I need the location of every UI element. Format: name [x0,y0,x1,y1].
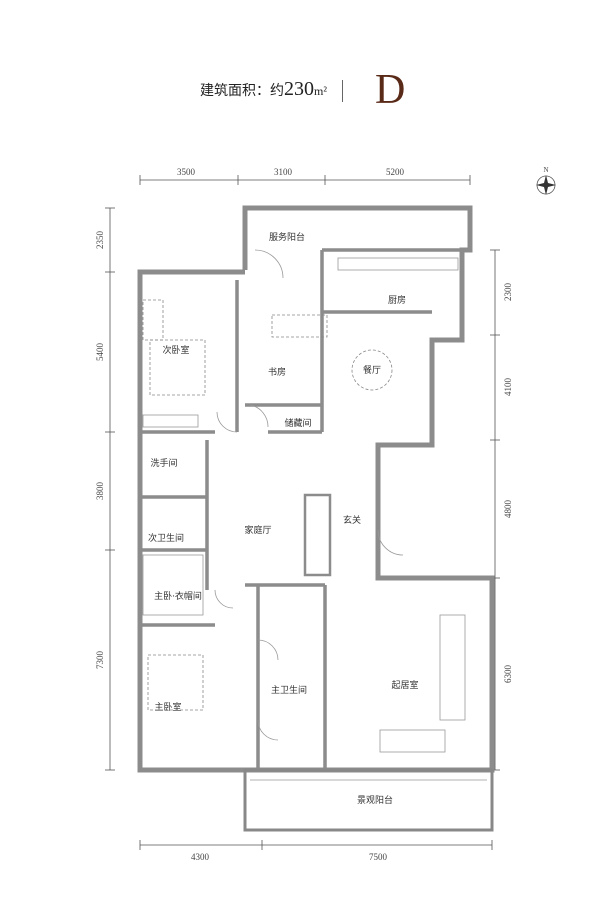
room-master-closet: 主卧·衣帽间 [154,590,202,602]
area-unit: m² [314,84,327,98]
dim-left-2: 5400 [95,343,105,362]
compass-icon: N [536,166,556,195]
dim-right-2: 4100 [503,378,513,397]
outer-walls [137,205,495,832]
dim-left-3: 3800 [95,482,105,501]
dim-left-4: 7300 [95,651,105,670]
room-master-bedroom: 主卧室 [154,701,181,713]
plan-type: D [375,67,406,113]
room-dining: 餐厅 [363,364,381,376]
room-master-bathroom: 主卫生间 [271,684,307,696]
area-caption: 建筑面积：约230m² [200,78,327,101]
dim-right-3: 4800 [503,500,513,519]
dim-bottom-2: 7500 [369,852,388,862]
dim-left-1: 2350 [95,231,105,250]
north-label: N [543,166,548,174]
header-divider [342,80,343,102]
area-label: 建筑面积：约 [200,83,284,99]
dim-right-4: 6300 [503,665,513,684]
furniture [142,257,466,753]
dimension-lines [105,175,500,850]
room-powder: 洗手间 [150,457,177,469]
room-foyer: 玄关 [343,514,361,526]
room-storage: 储藏间 [284,417,311,429]
interior-walls [140,248,462,768]
room-family-hall: 家庭厅 [244,524,271,536]
dim-top-3: 5200 [386,167,405,177]
dim-right-1: 2300 [503,283,513,302]
dim-top-2: 3100 [274,167,293,177]
dim-bottom-1: 4300 [191,852,210,862]
room-living: 起居室 [391,679,418,691]
room-kitchen: 厨房 [388,294,406,306]
room-service-balcony: 服务阳台 [269,231,305,243]
room-second-bedroom: 次卧室 [162,344,189,356]
room-second-bathroom: 次卫生间 [148,532,184,544]
doors [214,249,404,741]
dim-top-1: 3500 [177,167,196,177]
area-value: 230 [284,78,314,100]
room-study: 书房 [268,366,286,378]
room-view-balcony: 景观阳台 [357,794,393,806]
